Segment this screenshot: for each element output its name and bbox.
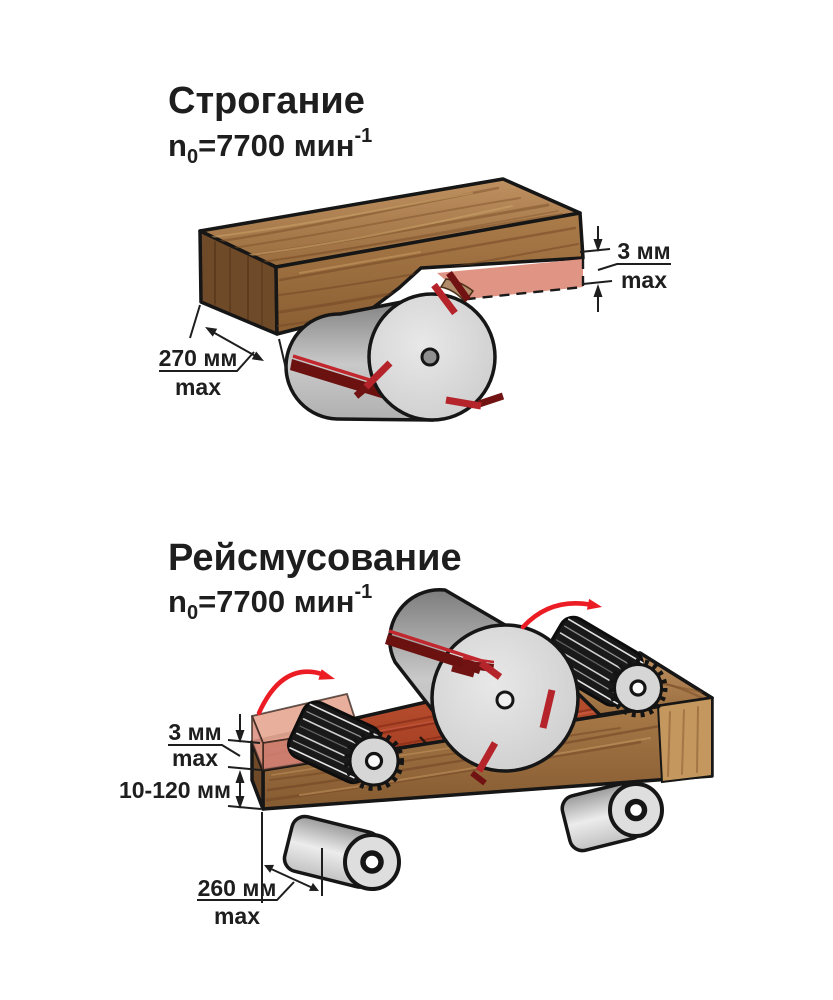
gear-teeth [608,658,668,718]
drum-axle-hole [420,347,440,367]
workpiece-board [198,177,585,336]
cutter-drum [284,270,505,422]
cutter-blade [470,770,487,786]
feed-roller-left [286,700,404,791]
cutter-blade [353,383,371,399]
knife-strip-edge [462,656,495,664]
rotation-arrow-left [256,669,335,716]
speed-superscript: -1 [354,125,372,147]
dimension-thickness: 10-120 мм [119,770,245,809]
speed-subscript: 0 [187,146,198,168]
gear-teeth [344,731,404,791]
planing-diagram: Строгание n0=7700 мин-1 [159,80,671,422]
cut-depth-value: 3 мм [617,238,670,264]
support-roller-left [282,814,401,891]
board-end-grain [656,696,713,784]
removed-layer-face [437,259,583,299]
cutter-blade [445,396,482,410]
wood-grain [214,241,263,326]
thicknessing-diagram: Рейсмусование n0=7700 мин-1 [119,537,714,929]
speed-value: =7700 мин [198,128,354,163]
drum-axle-hole [495,690,515,710]
thicknessing-speed: n0=7700 мин-1 [168,581,372,624]
arrowhead [586,598,602,610]
width-qualifier: max [175,374,221,400]
planing-title: Строгание [168,80,365,122]
cutter-drum [385,587,580,786]
cutter-blade [363,360,393,390]
width-qualifier: max [214,903,260,929]
width-value: 270 мм [159,345,238,371]
cutter-blade [451,664,475,678]
cut-depth-value: 3 мм [168,719,221,745]
dimension-width: 270 мм max [159,304,287,400]
drum-blades [451,660,556,786]
feed-roller-right [541,615,668,718]
board-front-face [274,211,585,336]
dimension-cut-depth: 3 мм max [579,226,671,312]
roller-axle-hole [360,850,384,874]
support-roller-right [560,782,664,853]
speed-subscript: 0 [187,602,198,624]
cutter-blade [431,282,458,316]
knife-strip-edge [388,629,483,663]
rotation-arrow-right [520,598,602,630]
wood-grain [265,724,662,802]
thickness-value: 10-120 мм [119,777,231,803]
speed-superscript: -1 [354,581,372,603]
cutter-blade [475,741,499,773]
planing-speed: n0=7700 мин-1 [168,125,372,168]
knife-strip [385,634,482,674]
thicknessing-title: Рейсмусование [168,537,462,579]
speed-value: =7700 мин [198,584,354,619]
dimension-width: 260 мм max [197,812,323,929]
roller-axle-hole [624,798,648,822]
speed-symbol: n [168,128,187,163]
wood-grain [203,186,563,267]
drum-blades [353,270,505,410]
cut-depth-qualifier: max [172,745,218,771]
cut-depth-qualifier: max [621,267,667,293]
cutter-blade [477,392,505,408]
removed-layer [437,259,585,301]
arrowhead [318,669,335,680]
gear-axle-hole [364,751,384,771]
cutter-blade [539,689,556,729]
dimension-cut-depth: 3 мм max [168,714,262,810]
wood-grain [667,706,699,777]
removed-layer-dashed-edge [467,259,585,301]
gear-axle-hole [629,679,647,697]
speed-symbol: n [168,584,187,619]
cutter-blade [478,660,503,680]
width-value: 260 мм [198,875,277,901]
cutter-blade [446,270,471,303]
